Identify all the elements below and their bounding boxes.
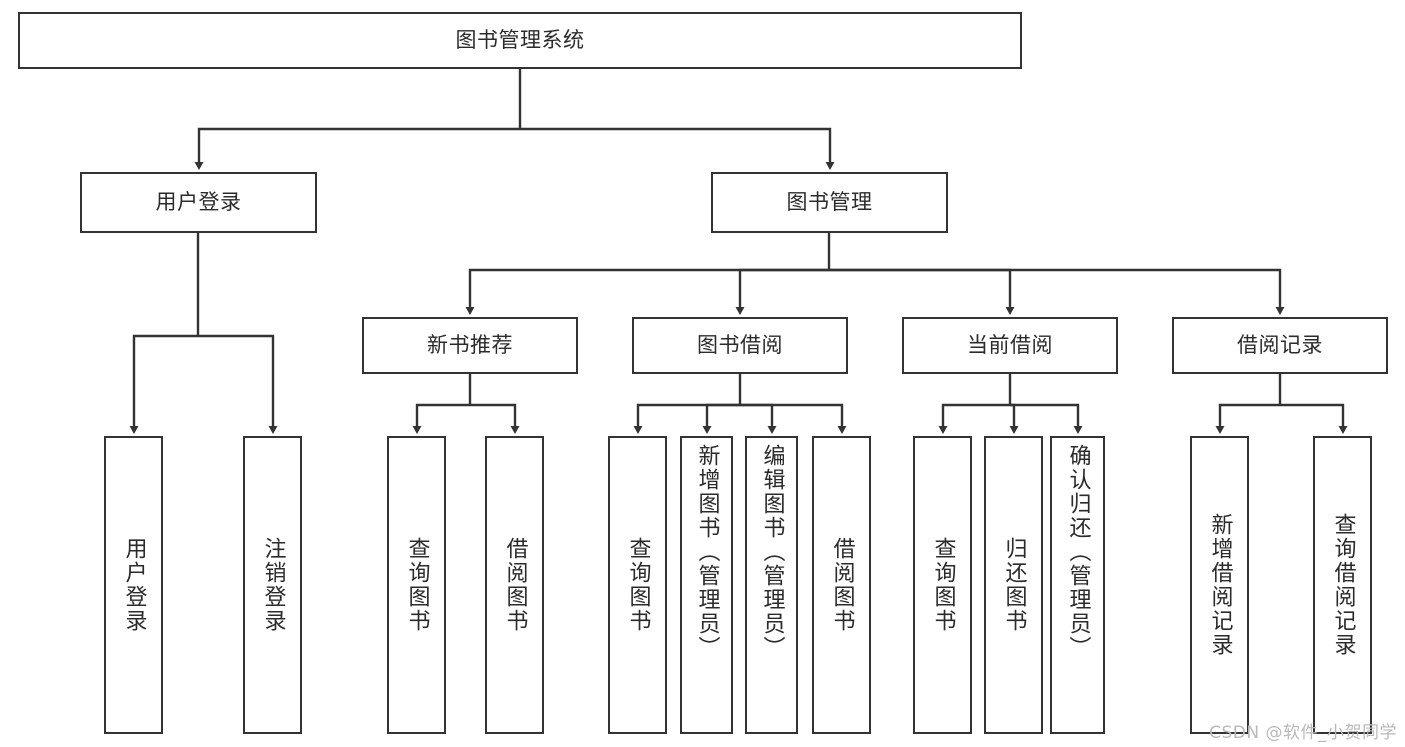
node-label: 归还图书: [1001, 537, 1027, 633]
node-leaf-borrow-book[interactable]: 借阅图书: [812, 436, 871, 734]
node-leaf-add-book-admin[interactable]: 新增图书（管理员）: [680, 436, 733, 734]
node-label: 用户登录: [155, 190, 242, 215]
node-label: 编辑图书（管理员）: [759, 444, 785, 660]
node-book-borrow[interactable]: 图书借阅: [632, 317, 848, 374]
node-label: 新增图书（管理员）: [694, 444, 720, 660]
node-label: 借阅图书: [502, 537, 528, 633]
node-label: 图书借阅: [697, 333, 783, 358]
node-leaf-logout[interactable]: 注销登录: [243, 436, 302, 734]
node-leaf-query-borrow-record[interactable]: 查询借阅记录: [1313, 436, 1372, 734]
node-borrow-record[interactable]: 借阅记录: [1172, 317, 1388, 374]
node-current-borrow[interactable]: 当前借阅: [902, 317, 1118, 374]
node-new-book-recommend[interactable]: 新书推荐: [362, 317, 578, 374]
node-leaf-add-borrow-record[interactable]: 新增借阅记录: [1190, 436, 1249, 734]
node-label: 查询图书: [404, 537, 430, 633]
node-label: 图书管理系统: [455, 28, 585, 53]
node-label: 查询图书: [625, 537, 651, 633]
node-root[interactable]: 图书管理系统: [18, 12, 1022, 69]
node-leaf-borrow-book-rec[interactable]: 借阅图书: [485, 436, 544, 734]
node-label: 查询借阅记录: [1330, 513, 1356, 657]
node-user-login[interactable]: 用户登录: [80, 172, 317, 233]
node-label: 新书推荐: [427, 333, 513, 358]
node-leaf-query-book-rec[interactable]: 查询图书: [387, 436, 446, 734]
node-label: 图书管理: [786, 190, 873, 215]
node-label: 当前借阅: [967, 333, 1053, 358]
node-leaf-user-login[interactable]: 用户登录: [104, 436, 163, 734]
node-leaf-query-book-current[interactable]: 查询图书: [913, 436, 972, 734]
node-label: 注销登录: [260, 537, 286, 633]
node-label: 借阅记录: [1237, 333, 1323, 358]
node-leaf-edit-book-admin[interactable]: 编辑图书（管理员）: [745, 436, 798, 734]
node-leaf-return-book[interactable]: 归还图书: [984, 436, 1043, 734]
node-label: 借阅图书: [829, 537, 855, 633]
node-label: 新增借阅记录: [1207, 513, 1233, 657]
watermark-text: CSDN @软件_小贺同学: [1209, 723, 1397, 743]
node-label: 查询图书: [930, 537, 956, 633]
node-leaf-query-book-borrow[interactable]: 查询图书: [608, 436, 667, 734]
node-book-manage[interactable]: 图书管理: [711, 172, 948, 233]
node-leaf-confirm-return-admin[interactable]: 确认归还（管理员）: [1050, 436, 1105, 734]
node-label: 确认归还（管理员）: [1065, 444, 1091, 660]
node-label: 用户登录: [121, 537, 147, 633]
